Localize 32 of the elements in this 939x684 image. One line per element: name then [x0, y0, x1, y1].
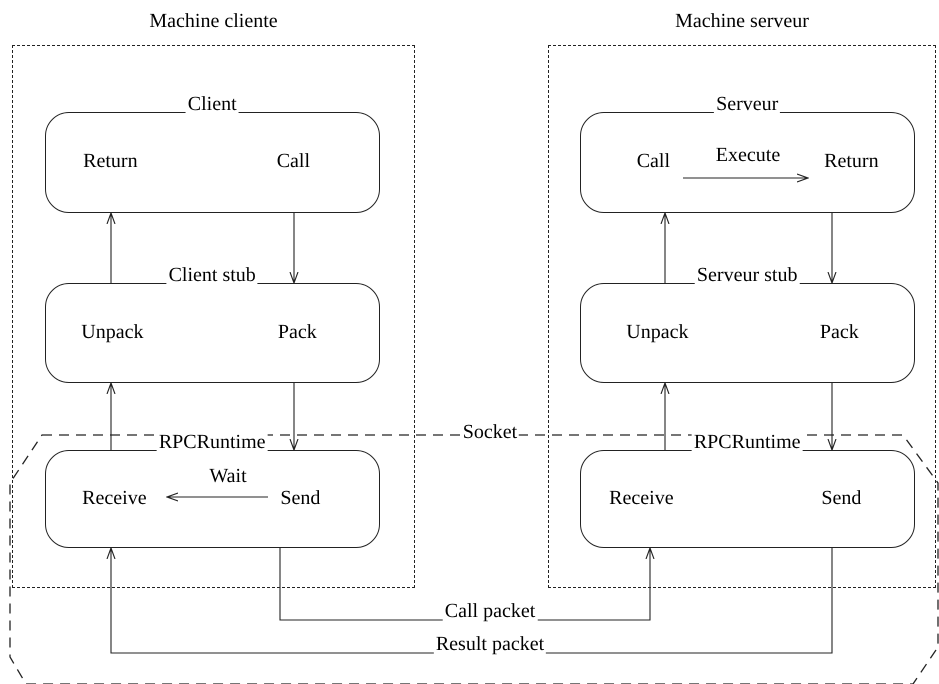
- step-label: Unpack: [626, 320, 688, 344]
- arrow: [289, 383, 299, 451]
- machine-title: Machine cliente: [149, 10, 278, 32]
- box-heading: RPCRuntime: [692, 432, 803, 452]
- box-heading: RPCRuntime: [156, 432, 268, 452]
- step-label: Pack: [820, 320, 859, 344]
- edge-label: Call packet: [442, 601, 538, 621]
- step-label: Call: [276, 150, 310, 174]
- step-label: Return: [83, 150, 138, 174]
- box-heading: Client stub: [166, 264, 258, 285]
- arrow: [106, 382, 116, 450]
- box-heading: Serveur: [714, 94, 780, 114]
- edge-label: Result packet: [434, 634, 546, 654]
- step-label: Call: [636, 150, 670, 174]
- step-label: Pack: [278, 320, 317, 344]
- arrow: [827, 213, 837, 284]
- machine-title: Machine serveur: [675, 10, 809, 32]
- step-label: Send: [280, 486, 320, 510]
- arrow: [660, 212, 670, 283]
- arrow: [289, 213, 299, 284]
- arrow: [827, 383, 837, 451]
- box-heading: Serveur stub: [694, 264, 800, 285]
- step-label: Receive: [609, 486, 674, 510]
- step-label: Send: [821, 486, 862, 510]
- arrow: [683, 173, 809, 183]
- box-heading: Client: [186, 94, 239, 114]
- step-label: Receive: [82, 486, 147, 510]
- arrow: [106, 212, 116, 283]
- step-label: Unpack: [81, 320, 144, 344]
- arrow: [660, 382, 670, 450]
- step-label: Return: [824, 150, 879, 174]
- arrow: [166, 492, 268, 502]
